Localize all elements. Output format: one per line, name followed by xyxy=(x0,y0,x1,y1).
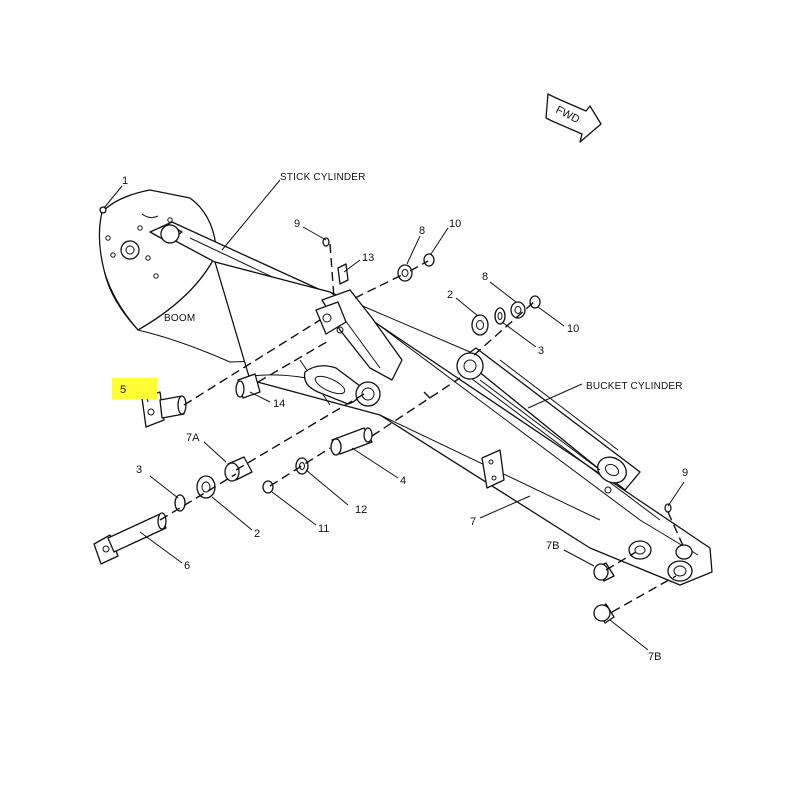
callout-10-right: 10 xyxy=(567,323,579,335)
assembly-lines xyxy=(159,243,685,613)
callouts: 1 9 13 8 10 8 2 10 3 5 14 7A 3 4 12 2 11… xyxy=(120,175,688,663)
callout-7b-bottom: 7B xyxy=(648,651,661,663)
callout-8-right: 8 xyxy=(482,271,488,283)
callout-3-right: 3 xyxy=(538,345,544,357)
washer-part-8-top xyxy=(397,264,413,282)
callout-7: 7 xyxy=(470,516,476,528)
stick-bracket xyxy=(303,289,403,407)
callout-10-top: 10 xyxy=(449,218,461,230)
callout-4: 4 xyxy=(400,475,406,487)
bushing-7b-upper xyxy=(593,562,615,582)
callout-1: 1 xyxy=(122,175,128,187)
callout-9-top: 9 xyxy=(294,218,300,230)
stick-tip xyxy=(628,540,693,582)
bolt-part-1 xyxy=(99,206,107,214)
bolt-part-9-top xyxy=(322,237,330,247)
washer-part-2-left xyxy=(196,475,216,499)
ring-part-11 xyxy=(262,480,274,494)
pin-part-6 xyxy=(93,512,167,565)
bolt-part-13 xyxy=(337,263,349,285)
callout-2-right: 2 xyxy=(447,289,453,301)
sleeve-part-4 xyxy=(330,427,373,456)
callout-6: 6 xyxy=(184,560,190,572)
callout-7a: 7A xyxy=(186,432,200,444)
callout-7b-top: 7B xyxy=(546,540,559,552)
stick-arm xyxy=(214,261,713,586)
bushing-7a xyxy=(224,456,253,482)
callout-13: 13 xyxy=(362,252,374,264)
ring-part-10-right xyxy=(529,295,541,309)
sleeve-part-14 xyxy=(235,373,261,399)
callout-5: 5 xyxy=(120,384,126,396)
boom-label: BOOM xyxy=(164,313,195,324)
callout-9-right: 9 xyxy=(682,467,688,479)
bucket-cylinder xyxy=(456,347,641,494)
fwd-arrow-icon: FWD xyxy=(545,93,602,143)
callout-3-left: 3 xyxy=(136,464,142,476)
callout-2-left: 2 xyxy=(254,528,260,540)
bucket-cylinder-label: BUCKET CYLINDER xyxy=(586,381,683,392)
mounting-plate xyxy=(481,449,505,489)
callout-14: 14 xyxy=(273,398,285,410)
ring-part-10-top xyxy=(423,253,435,267)
boom-body: BOOM xyxy=(98,189,301,363)
callout-8-top: 8 xyxy=(419,225,425,237)
callout-11: 11 xyxy=(318,523,329,535)
washer-part-2-right xyxy=(471,314,489,336)
callout-12: 12 xyxy=(355,504,367,516)
shim-part-3-right xyxy=(494,307,506,325)
shim-part-3-left xyxy=(174,494,186,512)
bushing-7b-lower xyxy=(593,603,615,624)
stick-cylinder-label: STICK CYLINDER xyxy=(280,172,366,183)
leader-lines xyxy=(103,179,685,651)
highlight-callout-5 xyxy=(112,378,157,399)
washer-part-8-right xyxy=(510,301,526,319)
washer-part-12 xyxy=(295,457,309,475)
